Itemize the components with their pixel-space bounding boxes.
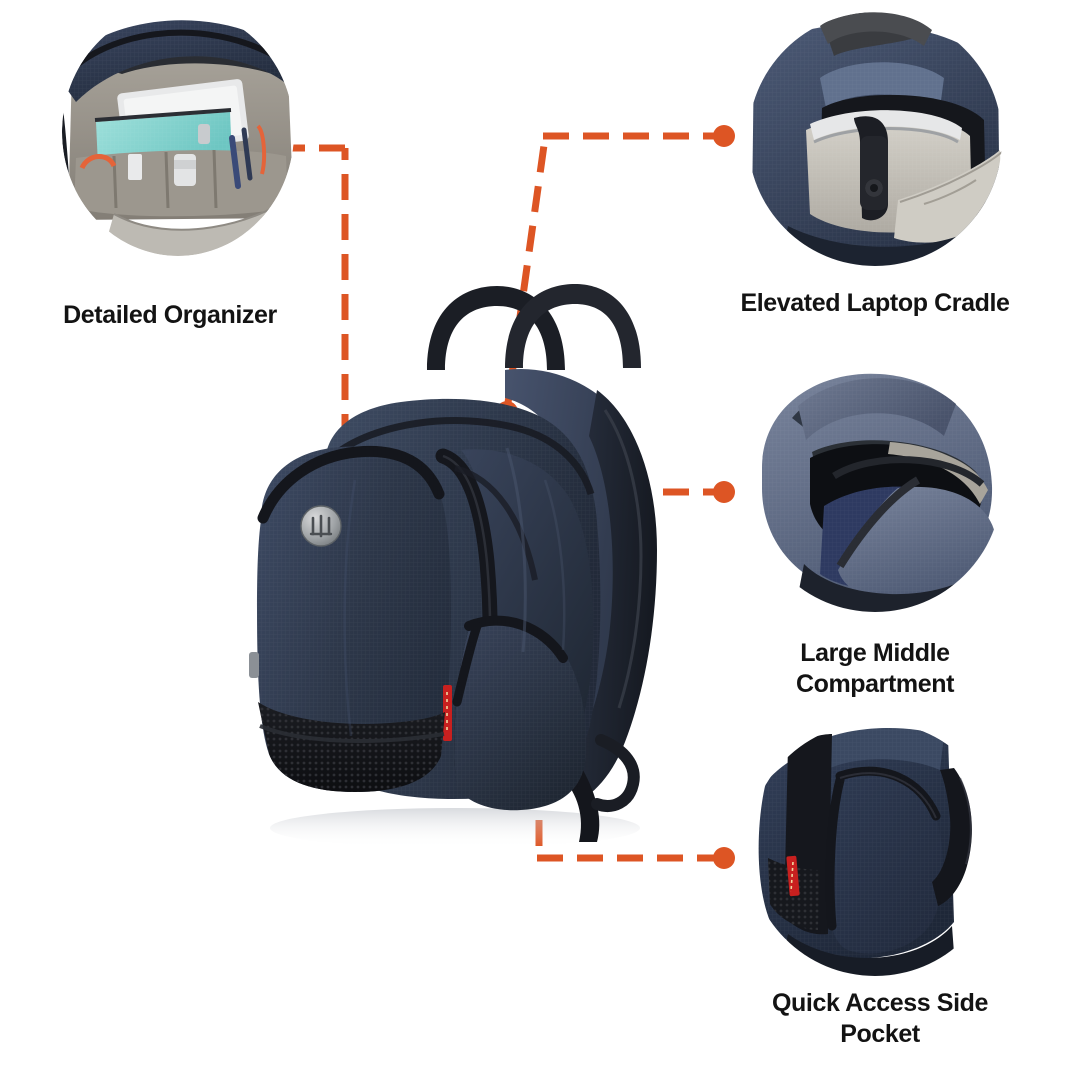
photo-elevated-laptop-cradle <box>748 12 1003 267</box>
label-quick-access-side-pocket: Quick Access Side Pocket <box>771 989 988 1048</box>
middle-compartment-zipper <box>454 465 538 581</box>
label-elevated-laptop-cradle: Elevated Laptop Cradle <box>740 289 1010 317</box>
top-zipper-seam <box>330 417 595 496</box>
side-pocket-zipper <box>464 615 568 663</box>
photo-detailed-organizer <box>62 8 294 256</box>
haul-handle-right <box>505 284 641 368</box>
front-pocket-zipper <box>257 445 445 524</box>
strap-adjuster-loop <box>591 734 640 812</box>
side-zip-pull <box>249 652 259 678</box>
backpack-main-view <box>249 284 657 848</box>
shoulder-strap-right <box>563 390 657 796</box>
brand-logo-badge <box>300 505 342 547</box>
photo-quick-access-side-pocket <box>748 722 1003 977</box>
photo-large-middle-compartment <box>748 358 1003 613</box>
label-detailed-organizer: Detailed Organizer <box>63 301 277 329</box>
label-large-middle-compartment: Large Middle Compartment <box>795 639 955 698</box>
drop-shadow <box>270 808 640 848</box>
